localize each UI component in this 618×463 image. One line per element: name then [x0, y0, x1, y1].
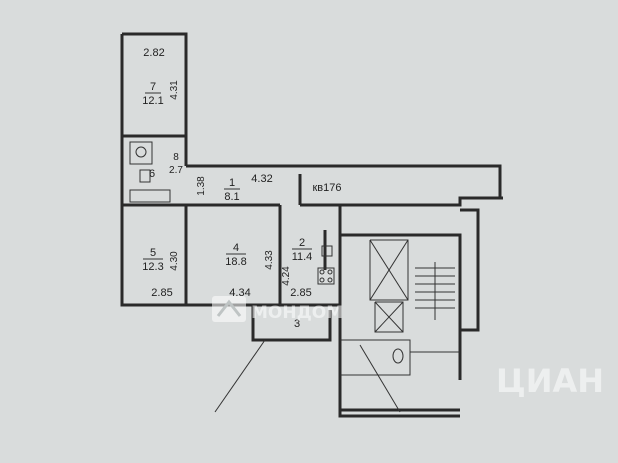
- room-2-number: 2: [299, 237, 305, 249]
- room-1-area: 8.1: [224, 191, 239, 203]
- room-8-area: 2.7: [169, 165, 183, 176]
- room-7-width: 2.82: [143, 47, 164, 59]
- kitchen-stove: [317, 267, 335, 285]
- room-2-width: 2.85: [290, 287, 311, 299]
- room-4-length: 4.33: [264, 250, 275, 270]
- room-1-width: 4.32: [251, 173, 272, 185]
- room-7-area: 12.1: [142, 95, 163, 107]
- bathroom-fixtures: [129, 141, 171, 203]
- room-5-area: 12.3: [142, 261, 163, 273]
- room-4-number: 4: [233, 242, 239, 254]
- brand-logo-icon: [212, 296, 246, 322]
- room-labels: 2.82 7 12.1 4.31 8 2.7 6 4.32 1 8.1 1.38…: [142, 47, 341, 330]
- loggia-number: 3: [294, 318, 300, 330]
- room-5-length: 4.30: [169, 251, 180, 271]
- apartment-number: кв176: [312, 182, 341, 194]
- walls: [120, 32, 503, 418]
- room-8-number: 8: [173, 152, 179, 163]
- room-1-length: 1.38: [196, 176, 207, 196]
- room-6-number: 6: [149, 168, 155, 180]
- room-1-number: 1: [229, 177, 235, 189]
- room-7-length: 4.31: [169, 80, 180, 100]
- room-2-length: 4.24: [281, 266, 292, 286]
- room-2-area: 11.4: [292, 251, 313, 263]
- watermark-partner: ЦИАН: [496, 362, 604, 400]
- toilet-icon: [392, 348, 404, 364]
- room-5-width: 2.85: [151, 287, 172, 299]
- room-4-area: 18.8: [225, 256, 246, 268]
- watermark-brand: МОНДОМ: [251, 303, 343, 323]
- room-7-number: 7: [150, 81, 156, 93]
- watermark: МОНДОМ ЦИАН: [212, 296, 604, 400]
- leader-line: [359, 344, 401, 413]
- leader-line: [214, 339, 266, 413]
- room-5-number: 5: [150, 247, 156, 259]
- sink-icon: [321, 245, 333, 257]
